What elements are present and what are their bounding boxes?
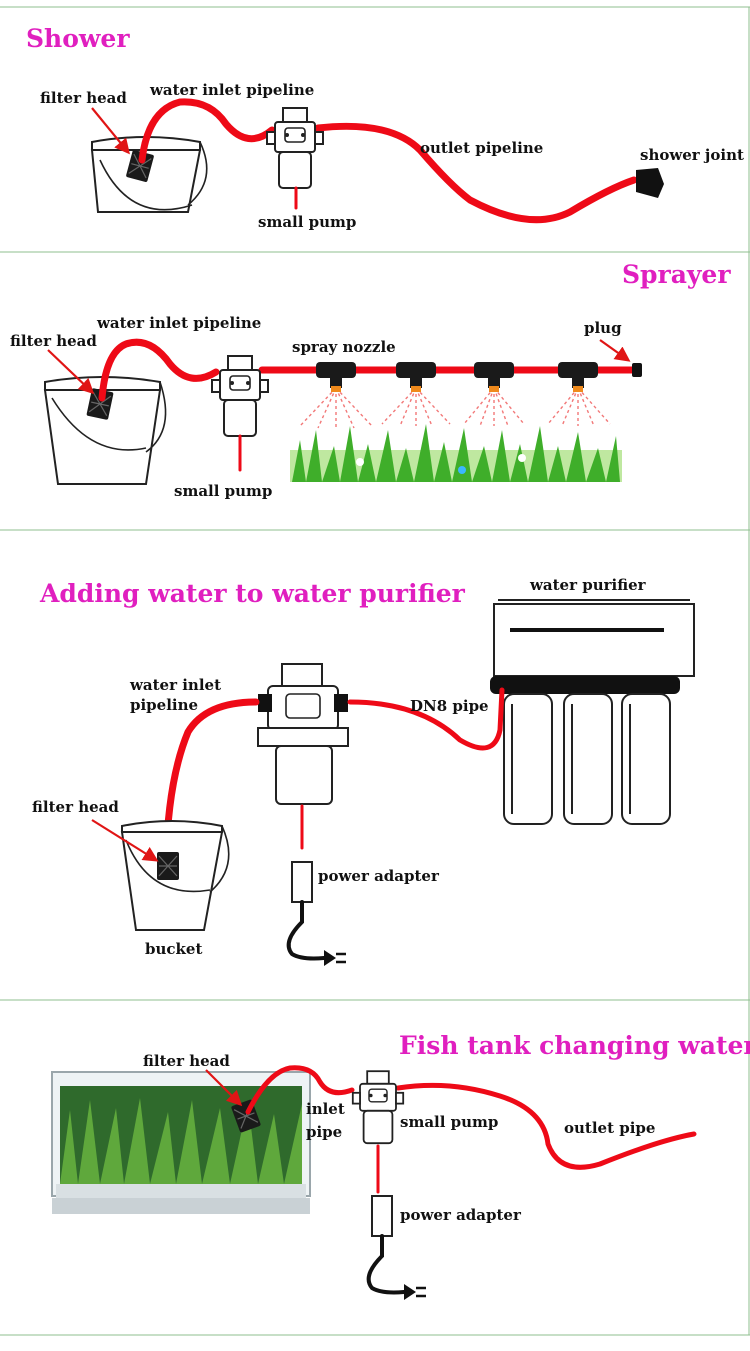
label-power-adapter: power adapter xyxy=(400,1206,522,1224)
label-small-pump: small pump xyxy=(400,1113,498,1131)
label-spray-nozzle: spray nozzle xyxy=(292,338,396,356)
label-shower-joint: shower joint xyxy=(640,146,744,164)
pump-icon xyxy=(257,663,349,805)
filter-head-icon xyxy=(156,851,180,881)
aquarium-icon xyxy=(51,1071,311,1214)
panel-sprayer: Sprayer xyxy=(10,260,731,500)
panel-title: Fish tank changing water xyxy=(399,1031,750,1060)
bucket-icon xyxy=(90,136,208,213)
label-filter-head: filter head xyxy=(143,1052,230,1070)
label-dn8-pipe: DN8 pipe xyxy=(410,697,489,715)
label-water-purifier: water purifier xyxy=(529,576,647,594)
label-small-pump: small pump xyxy=(258,213,356,231)
label-power-adapter: power adapter xyxy=(318,867,440,885)
inlet-hose xyxy=(138,98,276,164)
water-purifier-icon xyxy=(490,599,695,825)
panel-water-purifier: Adding water to water purifier xyxy=(32,576,695,968)
dn8-hose xyxy=(347,687,505,751)
label-pipe: pipe xyxy=(306,1123,342,1141)
plug-icon xyxy=(632,363,642,377)
filter-head-arrow xyxy=(91,107,130,155)
panel-shower: Shower filter head water inlet pipeline … xyxy=(26,24,744,231)
pump-icon xyxy=(351,1070,405,1145)
panel-title: Sprayer xyxy=(622,260,731,289)
filter-head-arrow xyxy=(47,349,95,395)
pump-icon xyxy=(266,107,324,189)
label-filter-head: filter head xyxy=(10,332,97,350)
inlet-hose xyxy=(98,338,220,402)
inlet-hose xyxy=(245,1065,355,1115)
spray-mist xyxy=(299,387,611,429)
label-water-inlet: water inlet xyxy=(129,676,221,694)
panel-title: Adding water to water purifier xyxy=(39,579,466,608)
label-small-pump: small pump xyxy=(174,482,272,500)
shower-joint-icon xyxy=(636,168,664,198)
plug-arrow xyxy=(599,339,631,362)
label-outlet-pipeline: outlet pipeline xyxy=(420,139,543,157)
inlet-hose xyxy=(162,698,260,866)
label-inlet-pipeline: water inlet pipeline xyxy=(149,81,314,99)
label-inlet-pipeline: water inlet pipeline xyxy=(96,314,261,332)
outlet-hose xyxy=(395,1082,697,1170)
spray-nozzle-icon xyxy=(316,362,598,392)
grass-field-icon xyxy=(290,424,622,482)
label-filter-head: filter head xyxy=(40,89,127,107)
label-bucket: bucket xyxy=(145,940,202,958)
panel-title: Shower xyxy=(26,24,130,53)
label-filter-head: filter head xyxy=(32,798,119,816)
panel-fish-tank: Fish tank changing water filter head inl… xyxy=(51,1031,750,1302)
label-outlet-pipe: outlet pipe xyxy=(564,1119,655,1137)
label-inlet: inlet xyxy=(306,1100,345,1118)
filter-head-arrow xyxy=(91,819,159,862)
label-pipeline: pipeline xyxy=(130,696,198,714)
filter-head-arrow xyxy=(205,1069,243,1107)
label-plug: plug xyxy=(584,319,622,337)
outlet-hose xyxy=(314,122,638,224)
